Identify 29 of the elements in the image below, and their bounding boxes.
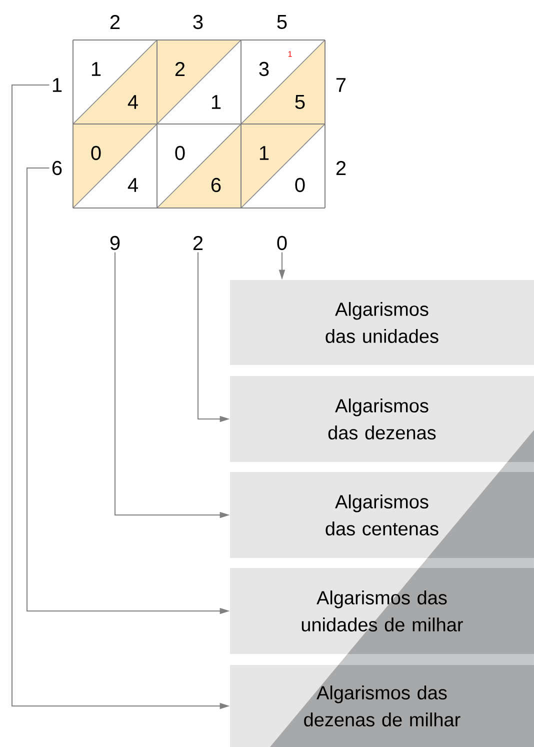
place-value-box: Algarismos das dezenas [230, 376, 534, 462]
node-label: Algarismos [335, 398, 428, 416]
result-digit: 9 [110, 236, 120, 250]
carry-digit: 1 [288, 51, 292, 57]
digit: 2 [336, 161, 346, 175]
digit: 0 [175, 146, 185, 160]
digit: 1 [212, 95, 221, 109]
digit: 7 [336, 78, 346, 92]
result-digit: 1 [52, 78, 62, 92]
digit: 4 [128, 95, 138, 109]
place-value-box: Algarismos das unidades [230, 280, 534, 365]
digit: 3 [193, 14, 203, 30]
digit: 2 [175, 62, 185, 76]
result-digit: 6 [52, 160, 62, 176]
digit: 1 [260, 146, 269, 160]
digit: 0 [91, 146, 101, 160]
digit: 4 [128, 178, 138, 192]
digit: 3 [259, 62, 269, 76]
digit: 5 [277, 15, 287, 29]
digit: 2 [110, 15, 120, 29]
digit: 0 [295, 178, 305, 192]
place-value-box: Algarismos das centenas [230, 472, 534, 558]
digit: 5 [295, 95, 305, 109]
place-value-box: Algarismos das unidades de milhar [230, 568, 534, 654]
digit: 1 [92, 62, 101, 76]
place-value-box: Algarismos das dezenas de milhar [230, 665, 534, 747]
result-digit: 2 [193, 236, 203, 250]
result-digit: 0 [277, 236, 287, 250]
digit: 6 [211, 178, 221, 192]
